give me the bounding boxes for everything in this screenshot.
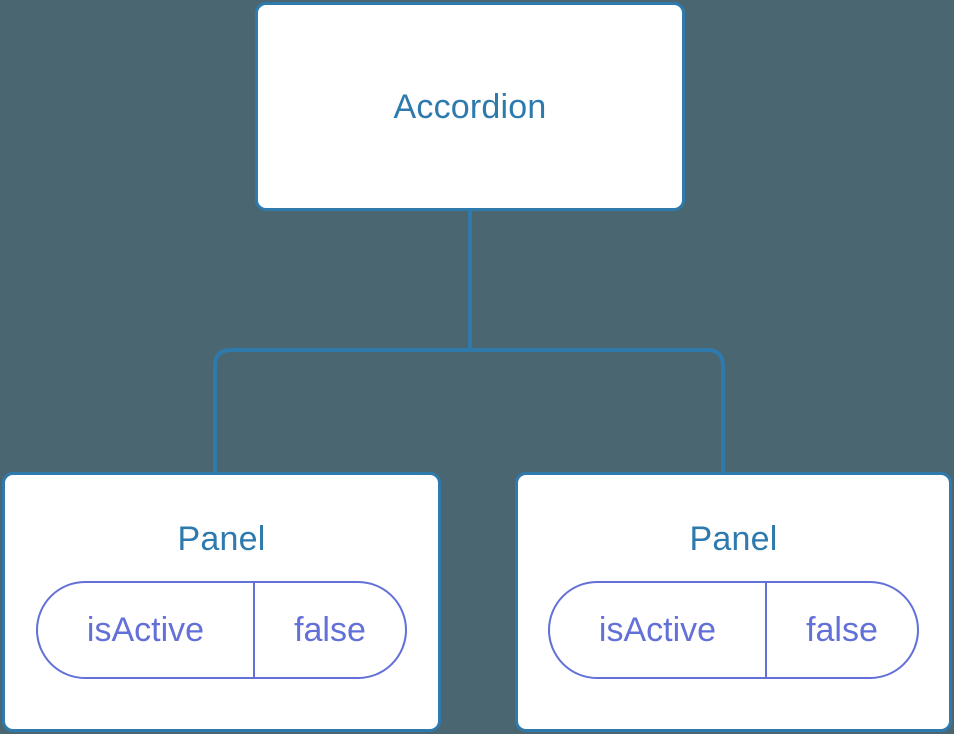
node-panel-0-prop-isactive[interactable]: isActive false (36, 581, 407, 679)
node-panel-1-prop-value: false (806, 611, 878, 649)
node-panel-0-title: Panel (177, 520, 266, 558)
node-panel-0-prop-key: isActive (38, 583, 255, 677)
node-panel-1-title: Panel (689, 520, 778, 558)
node-panel-1-prop-isactive[interactable]: isActive false (548, 581, 919, 679)
node-accordion[interactable]: Accordion (255, 2, 685, 211)
edge-accordion-to-panel-1 (470, 348, 725, 474)
node-accordion-title: Accordion (393, 87, 547, 126)
edge-accordion-to-panel-0 (213, 348, 470, 474)
node-panel-0[interactable]: Panel isActive false (2, 472, 441, 732)
node-panel-0-prop-value: false (294, 611, 366, 649)
node-panel-1-prop-key: isActive (550, 583, 767, 677)
node-panel-1[interactable]: Panel isActive false (515, 472, 952, 732)
